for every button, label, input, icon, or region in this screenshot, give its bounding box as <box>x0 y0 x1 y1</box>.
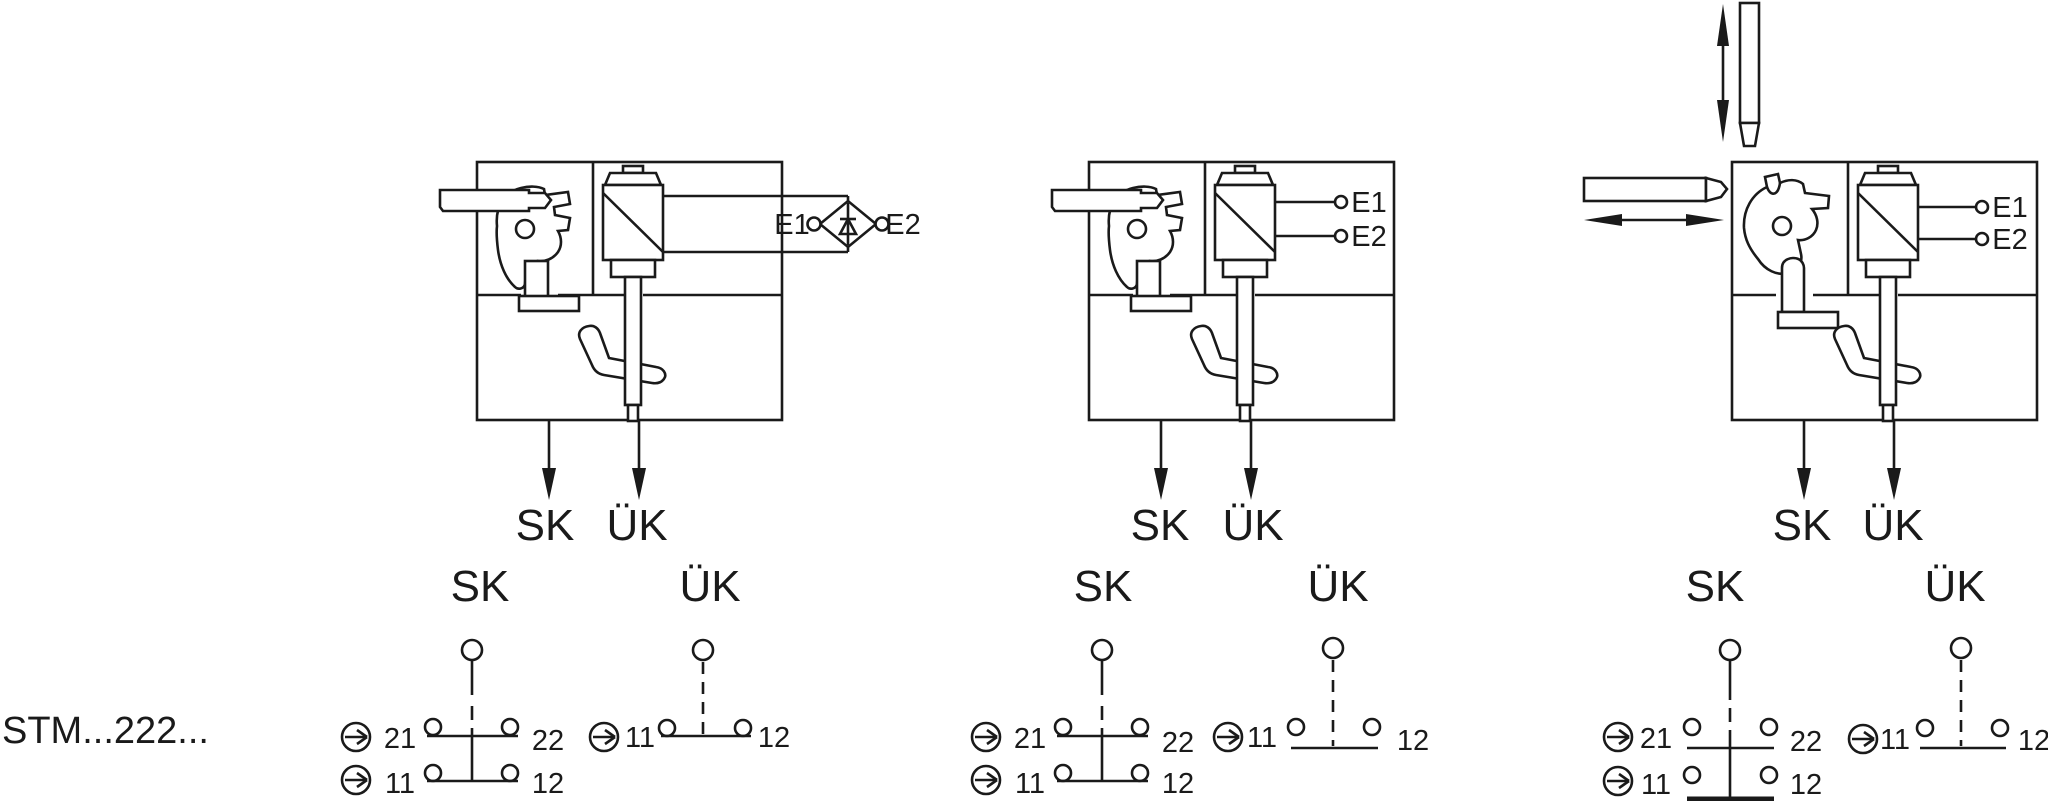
terminal-e1-icon <box>1974 199 1990 215</box>
positive-opening-icon <box>340 764 372 796</box>
output-arrows-icon <box>1152 418 1260 502</box>
positive-opening-icon <box>1847 723 1879 755</box>
e2-label: E2 <box>885 209 920 241</box>
pawl-icon <box>1832 324 1922 385</box>
cam-with-actuator-icon <box>438 185 581 313</box>
output-arrows-icon <box>1795 418 1903 502</box>
actuator-tongues-with-motion-arrows <box>1582 1 1761 226</box>
terminal-number: 12 <box>2018 725 2048 757</box>
pawl-icon <box>577 324 667 385</box>
output-arrows-icon <box>540 418 648 502</box>
terminal-number: 22 <box>1162 727 1194 759</box>
panel-1-uk-contact-diagram: 11 12 <box>588 638 790 754</box>
terminal-number: 11 <box>385 768 415 800</box>
terminal-number: 11 <box>625 722 655 754</box>
positive-opening-icon <box>1602 721 1634 753</box>
positive-opening-icon <box>1602 765 1634 797</box>
panel-1-sk-contact-diagram: 21 22 11 12 <box>340 638 564 800</box>
terminal-e2-icon <box>1333 228 1349 244</box>
panel-1-uk-heading: ÜK <box>679 562 740 611</box>
down-arrowhead-icon <box>1717 100 1729 142</box>
panel-3-uk-output-label: ÜK <box>1862 501 1923 550</box>
positive-opening-icon <box>970 721 1002 753</box>
terminal-e1-icon <box>1333 194 1349 210</box>
left-arrowhead-icon <box>1584 214 1622 226</box>
panel-2-uk-contact-diagram: 11 12 <box>1212 636 1429 757</box>
panel-2-sk-heading: SK <box>1074 562 1133 611</box>
terminal-number: 11 <box>1015 768 1045 800</box>
terminal-number: 12 <box>758 722 790 754</box>
panel-1-uk-output-label: ÜK <box>606 501 667 550</box>
panel-3-uk-contact-diagram: 11 12 <box>1847 636 2048 757</box>
panel-1-mechanism: E1 E2 <box>438 160 921 502</box>
panel-3-mechanism: E1 E2 <box>1582 1 2039 502</box>
panel-2-uk-output-label: ÜK <box>1222 501 1283 550</box>
model-label: STM...222... <box>2 710 209 752</box>
pawl-icon <box>1189 324 1279 385</box>
up-arrowhead-icon <box>1717 4 1729 46</box>
terminal-number: 12 <box>1790 769 1822 801</box>
panel-2-uk-heading: ÜK <box>1307 562 1368 611</box>
e2-label: E2 <box>1992 224 2027 256</box>
panel-2-sk-contact-diagram: 21 22 11 12 <box>970 638 1194 800</box>
terminal-number: 22 <box>1790 726 1822 758</box>
wires-e1-e2: E1 E2 <box>1275 187 1387 253</box>
panel-3-uk-heading: ÜK <box>1924 562 1985 611</box>
panel-1-sk-heading: SK <box>451 562 510 611</box>
terminal-number: 22 <box>532 725 564 757</box>
right-arrowhead-icon <box>1686 214 1724 226</box>
panel-3-sk-heading: SK <box>1686 562 1745 611</box>
panel-3-sk-output-label: SK <box>1773 501 1832 550</box>
positive-opening-icon <box>1212 721 1244 753</box>
vertical-actuator-icon <box>1738 1 1761 125</box>
terminal-e2-icon <box>874 216 890 232</box>
wires-e1-e2: E1 E2 <box>1918 192 2028 256</box>
panel-3-sk-contact-diagram: 21 22 11 12 <box>1602 638 1822 801</box>
horizontal-actuator-icon <box>1582 176 1708 203</box>
cam-released-icon <box>1742 172 1840 330</box>
terminal-e1-icon <box>806 216 822 232</box>
terminal-number: 21 <box>1014 723 1046 755</box>
positive-opening-icon <box>588 721 620 753</box>
terminal-number: 12 <box>1162 768 1194 800</box>
cam-with-actuator-icon <box>1050 185 1193 313</box>
terminal-number: 21 <box>1640 723 1672 755</box>
wires-e1-e2: E1 E2 <box>663 194 921 254</box>
terminal-number: 12 <box>1397 725 1429 757</box>
e1-label: E1 <box>1351 187 1386 219</box>
e1-label: E1 <box>1992 192 2027 224</box>
terminal-e2-icon <box>1974 231 1990 247</box>
terminal-number: 11 <box>1880 724 1910 756</box>
terminal-number: 11 <box>1641 769 1671 801</box>
e2-label: E2 <box>1351 221 1386 253</box>
terminal-number: 12 <box>532 768 564 800</box>
panel-2-sk-output-label: SK <box>1131 501 1190 550</box>
panel-2-mechanism: E1 E2 <box>1050 160 1396 502</box>
terminal-number: 21 <box>384 723 416 755</box>
rectifier-diamond-icon <box>817 199 879 249</box>
positive-opening-icon <box>340 721 372 753</box>
terminal-number: 11 <box>1247 722 1277 754</box>
positive-opening-icon <box>970 764 1002 796</box>
e1-label: E1 <box>774 209 809 241</box>
panel-1-sk-output-label: SK <box>516 501 575 550</box>
